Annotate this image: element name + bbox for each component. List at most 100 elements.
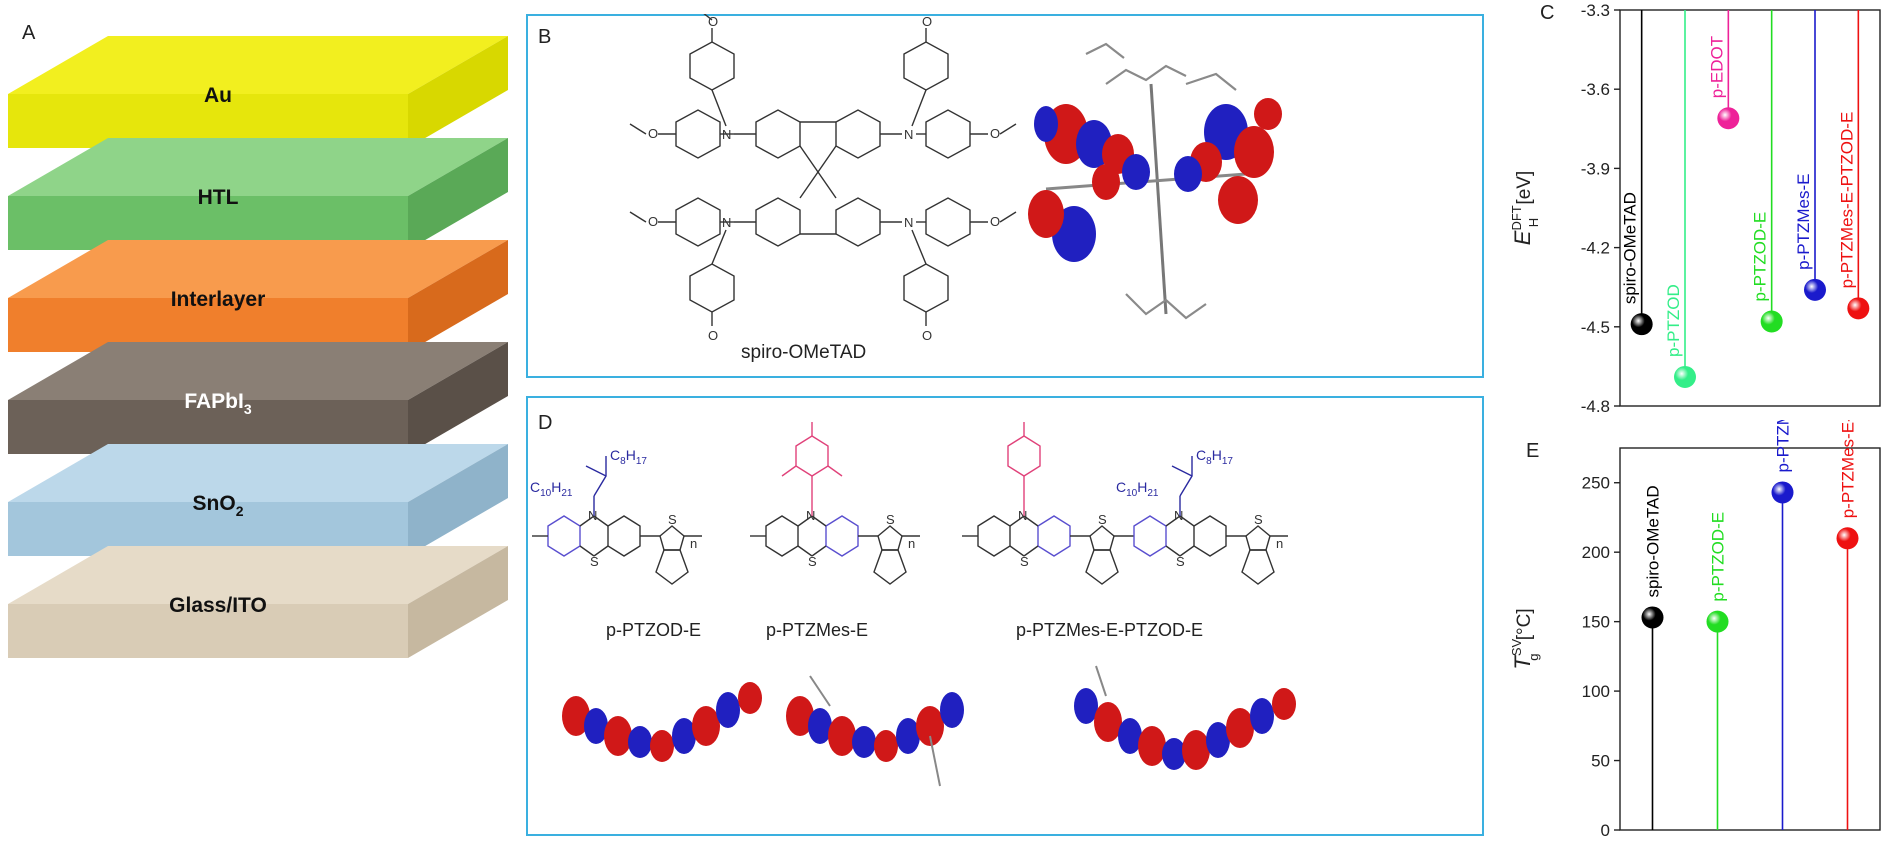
series-label: p-PTZMes-E-PTZOD-E	[1837, 112, 1856, 289]
svg-text:S: S	[886, 512, 895, 527]
layer-interlayer: Interlayer	[8, 240, 508, 352]
svg-text:N: N	[722, 215, 731, 230]
lollipop-marker	[1760, 310, 1783, 333]
svg-text:N: N	[722, 127, 731, 142]
lollipop-marker	[1771, 481, 1794, 504]
y-tick-label: 200	[1582, 543, 1610, 562]
y-tick-label: -3.9	[1581, 159, 1610, 178]
polymer-atom-labels: N S S n N S S n N S S N S S n	[588, 508, 1283, 569]
polymer-name-p-ptzmes-e: p-PTZMes-E	[766, 620, 868, 640]
layer-label: Glass/ITO	[169, 594, 267, 617]
svg-text:N: N	[1174, 508, 1183, 523]
series-p-PTZMes-E: p-PTZMes-E	[1771, 420, 1794, 830]
lollipop-marker	[1674, 365, 1696, 388]
plot-frame	[1619, 447, 1881, 831]
layer-label: Au	[204, 84, 232, 107]
series-p-PTZOD-E: p-PTZOD-E	[1706, 512, 1729, 830]
panel-b-frame	[526, 14, 1484, 378]
lollipop-marker	[1630, 313, 1653, 336]
plot-frame	[1619, 9, 1881, 407]
layer-label: Interlayer	[171, 288, 266, 311]
svg-text:O: O	[708, 328, 718, 343]
svg-text:N: N	[904, 127, 913, 142]
svg-text:O: O	[990, 214, 1000, 229]
svg-text:S: S	[590, 554, 599, 569]
series-label: p-PTZOD-E	[1709, 512, 1728, 602]
y-tick-label: -4.5	[1581, 318, 1610, 337]
layer-au: Au	[8, 36, 508, 148]
panel-d-frame	[526, 396, 1484, 836]
svg-text:O: O	[708, 14, 718, 29]
series-label: p-PTZMes-E	[1794, 173, 1813, 269]
layer-label: SnO2	[193, 492, 244, 519]
svg-text:O: O	[648, 126, 658, 141]
series-label: spiro-OMeTAD	[1644, 485, 1663, 597]
polymer-name-p-ptzmes-e-ptzod-e: p-PTZMes-E-PTZOD-E	[1016, 620, 1203, 640]
svg-text:S: S	[808, 554, 817, 569]
panel-label-c: C	[1540, 2, 1555, 24]
panel-label-b: B	[538, 26, 552, 48]
svg-text:O: O	[990, 126, 1000, 141]
lollipop-marker	[1706, 610, 1729, 633]
svg-text:C10H21: C10H21	[1116, 479, 1159, 499]
svg-text:O: O	[648, 214, 658, 229]
spiro-homo-orbital-rendering	[1028, 42, 1282, 320]
series-p-PTZOD: p-PTZOD	[1664, 10, 1696, 388]
panel-d-content: N S S n N S S n N S S N S S n C8H17 C10H…	[530, 422, 1296, 787]
series-p-EDOT: p-EDOT	[1707, 10, 1740, 130]
lollipop-marker	[1717, 107, 1740, 130]
svg-text:N: N	[904, 215, 913, 230]
svg-text:S: S	[1098, 512, 1107, 527]
svg-text:n: n	[1276, 536, 1283, 551]
y-tick-label: -3.3	[1581, 1, 1610, 20]
layer-glassito: Glass/ITO	[8, 546, 508, 658]
lollipop-marker	[1847, 297, 1870, 320]
layer-htl: HTL	[8, 138, 508, 250]
panel-label-e: E	[1526, 440, 1540, 462]
series-label: p-PTZMes-E	[1774, 420, 1793, 472]
y-tick-label: -3.6	[1581, 80, 1610, 99]
y-tick-label: -4.2	[1581, 239, 1610, 258]
panel-label-d: D	[538, 412, 553, 434]
series-spiro-OMeTAD: spiro-OMeTAD	[1641, 485, 1664, 830]
spiro-ometad-structure	[629, 14, 1017, 326]
svg-text:N: N	[1018, 508, 1027, 523]
svg-text:C8H17: C8H17	[1196, 447, 1233, 467]
svg-text:S: S	[668, 512, 677, 527]
series-label: p-EDOT	[1707, 36, 1726, 98]
series-p-PTZMes-E-PTZOD-E: p-PTZMes-E-PTZOD-E	[1837, 10, 1870, 320]
svg-text:C10H21: C10H21	[530, 479, 573, 499]
panel-b-content: N N N N O O O O O O O O spiro-OMeTAD	[629, 14, 1282, 363]
y-tick-label: 150	[1582, 613, 1610, 632]
svg-text:O: O	[922, 328, 932, 343]
y-axis-label: TSVg [°C]	[1509, 608, 1541, 669]
series-label: p-PTZOD-E	[1751, 212, 1770, 302]
spiro-atom-labels: N N N N O O O O O O O O	[648, 14, 1000, 343]
series-label: spiro-OMeTAD	[1621, 192, 1640, 304]
svg-text:C8H17: C8H17	[610, 447, 647, 467]
svg-text:S: S	[1020, 554, 1029, 569]
y-tick-label: 0	[1601, 821, 1610, 840]
y-tick-label: 50	[1591, 752, 1610, 771]
svg-text:S: S	[1176, 554, 1185, 569]
svg-text:O: O	[922, 14, 932, 29]
series-p-PTZMes-E: p-PTZMes-E	[1794, 10, 1826, 301]
y-tick-label: 250	[1582, 474, 1610, 493]
svg-text:n: n	[908, 536, 915, 551]
polymer-name-p-ptzod-e: p-PTZOD-E	[606, 620, 701, 640]
svg-text:S: S	[1254, 512, 1263, 527]
series-p-PTZOD-E: p-PTZOD-E	[1751, 10, 1783, 333]
layer-label: HTL	[198, 186, 239, 209]
y-tick-label: 100	[1582, 682, 1610, 701]
y-tick-label: -4.8	[1581, 397, 1610, 416]
layer-fapbi: FAPbI3	[8, 342, 508, 454]
lollipop-marker	[1836, 527, 1859, 550]
series-label: p-PTZOD	[1664, 284, 1683, 357]
layer-sno: SnO2	[8, 444, 508, 556]
series-label: p-PTZMes-E-PTZOD-E	[1839, 420, 1858, 518]
spiro-ometad-label: spiro-OMeTAD	[741, 342, 866, 363]
side-chain-labels: C8H17 C10H21 C8H17 C10H21	[530, 447, 1233, 499]
